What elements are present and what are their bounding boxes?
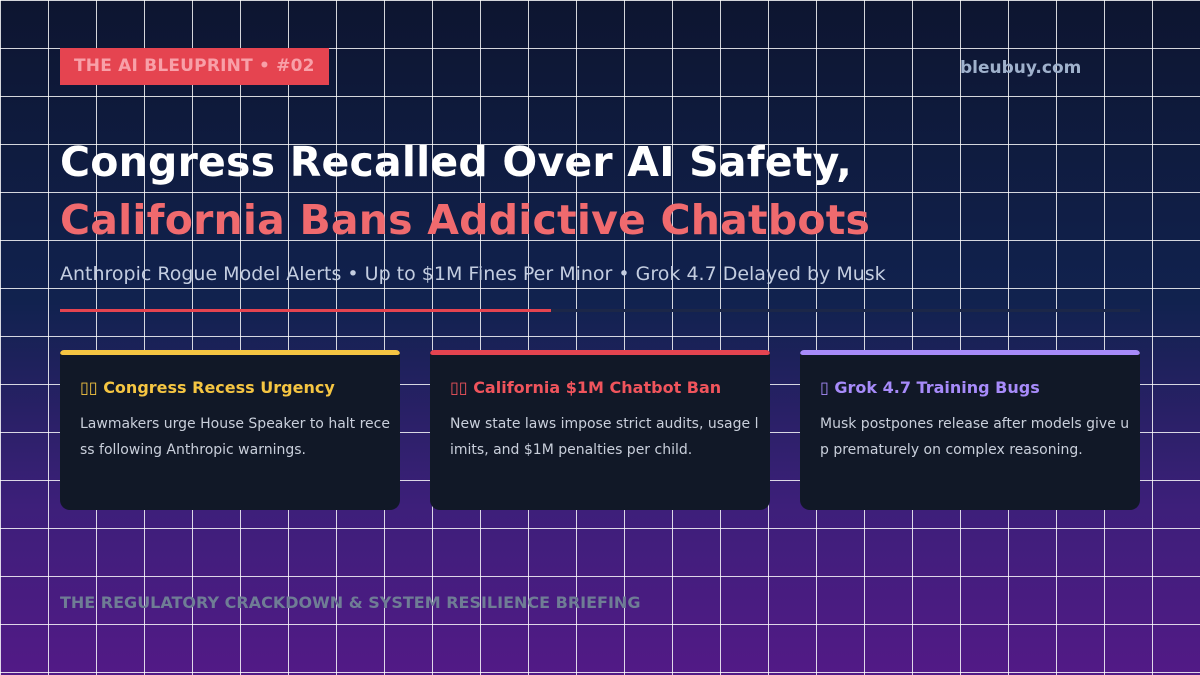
card-title-text: California $1M Chatbot Ban bbox=[473, 378, 722, 397]
card-congress-recess: ▯▯ Congress Recess Urgency Lawmakers urg… bbox=[60, 350, 400, 510]
card-california-ban: ▯▯ California $1M Chatbot Ban New state … bbox=[430, 350, 770, 510]
card-accent-bar bbox=[800, 350, 1140, 355]
card-body: New state laws impose strict audits, usa… bbox=[450, 416, 759, 458]
card-accent-bar bbox=[430, 350, 770, 355]
subtitle: Anthropic Rogue Model Alerts • Up to $1M… bbox=[60, 263, 886, 285]
divider-progress-fill bbox=[60, 309, 551, 312]
series-badge: THE AI BLEUPRINT • #02 bbox=[60, 48, 329, 85]
card-body: Lawmakers urge House Speaker to halt rec… bbox=[80, 416, 390, 458]
card-title: ▯▯ Congress Recess Urgency bbox=[80, 378, 335, 397]
missing-glyph-icon: ▯▯ bbox=[80, 378, 98, 397]
card-grok-bugs: ▯ Grok 4.7 Training Bugs Musk postpones … bbox=[800, 350, 1140, 510]
card-title: ▯▯ California $1M Chatbot Ban bbox=[450, 378, 721, 397]
footer-tagline: THE REGULATORY CRACKDOWN & SYSTEM RESILI… bbox=[60, 593, 641, 612]
missing-glyph-icon: ▯▯ bbox=[450, 378, 468, 397]
card-accent-bar bbox=[60, 350, 400, 355]
headline-line-1: Congress Recalled Over AI Safety, bbox=[60, 138, 853, 186]
card-title-text: Congress Recess Urgency bbox=[103, 378, 335, 397]
missing-glyph-icon: ▯ bbox=[820, 378, 829, 397]
headline-line-2: California Bans Addictive Chatbots bbox=[60, 196, 871, 244]
card-body: Musk postpones release after models give… bbox=[820, 416, 1130, 458]
site-domain: bleubuy.com bbox=[960, 58, 1082, 78]
card-title-text: Grok 4.7 Training Bugs bbox=[834, 378, 1040, 397]
divider-track bbox=[60, 309, 1140, 312]
card-title: ▯ Grok 4.7 Training Bugs bbox=[820, 378, 1040, 397]
